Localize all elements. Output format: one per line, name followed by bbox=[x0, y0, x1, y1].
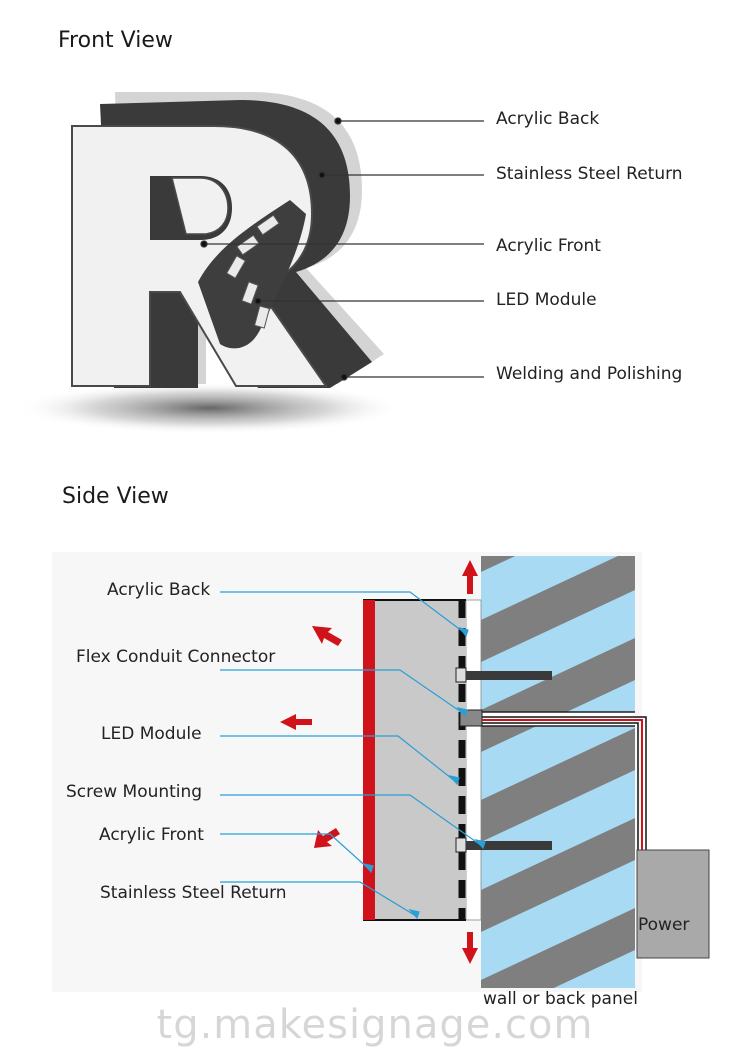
side-label-stainless-steel-return: Stainless Steel Return bbox=[100, 883, 287, 903]
front-label-welding-polishing: Welding and Polishing bbox=[496, 364, 683, 384]
side-label-acrylic-back: Acrylic Back bbox=[107, 580, 211, 600]
power-label: Power bbox=[638, 915, 690, 935]
letter-cutaway bbox=[198, 200, 306, 349]
side-label-flex-conduit-connector: Flex Conduit Connector bbox=[76, 647, 276, 667]
watermark: tg.makesignage.com bbox=[156, 1002, 594, 1048]
side-label-acrylic-front: Acrylic Front bbox=[99, 825, 204, 845]
front-label-acrylic-front: Acrylic Front bbox=[496, 236, 601, 256]
side-view-title: Side View bbox=[62, 484, 169, 509]
letter-ground-shadow bbox=[15, 382, 405, 434]
letter-counter-inner bbox=[171, 177, 229, 235]
front-callout-lines bbox=[200, 117, 484, 381]
wall-label: wall or back panel bbox=[483, 989, 638, 1009]
screws bbox=[455, 667, 552, 853]
front-view-title: Front View bbox=[58, 28, 173, 53]
wall-panel bbox=[481, 556, 635, 988]
acrylic-front-red bbox=[363, 600, 375, 920]
power-wire bbox=[482, 716, 647, 852]
side-label-led-module: LED Module bbox=[101, 724, 202, 744]
front-label-led-module: LED Module bbox=[496, 290, 597, 310]
power-box bbox=[636, 849, 710, 959]
direction-arrows bbox=[280, 560, 478, 964]
side-label-screw-mounting: Screw Mounting bbox=[66, 782, 203, 802]
side-leader-lines bbox=[220, 591, 486, 920]
mounting-gap bbox=[465, 599, 482, 921]
front-label-stainless-steel-return: Stainless Steel Return bbox=[496, 164, 683, 184]
led-modules bbox=[225, 214, 280, 329]
front-view-illustration bbox=[15, 92, 484, 434]
front-label-acrylic-back: Acrylic Back bbox=[496, 109, 600, 129]
sign-housing bbox=[363, 600, 466, 920]
